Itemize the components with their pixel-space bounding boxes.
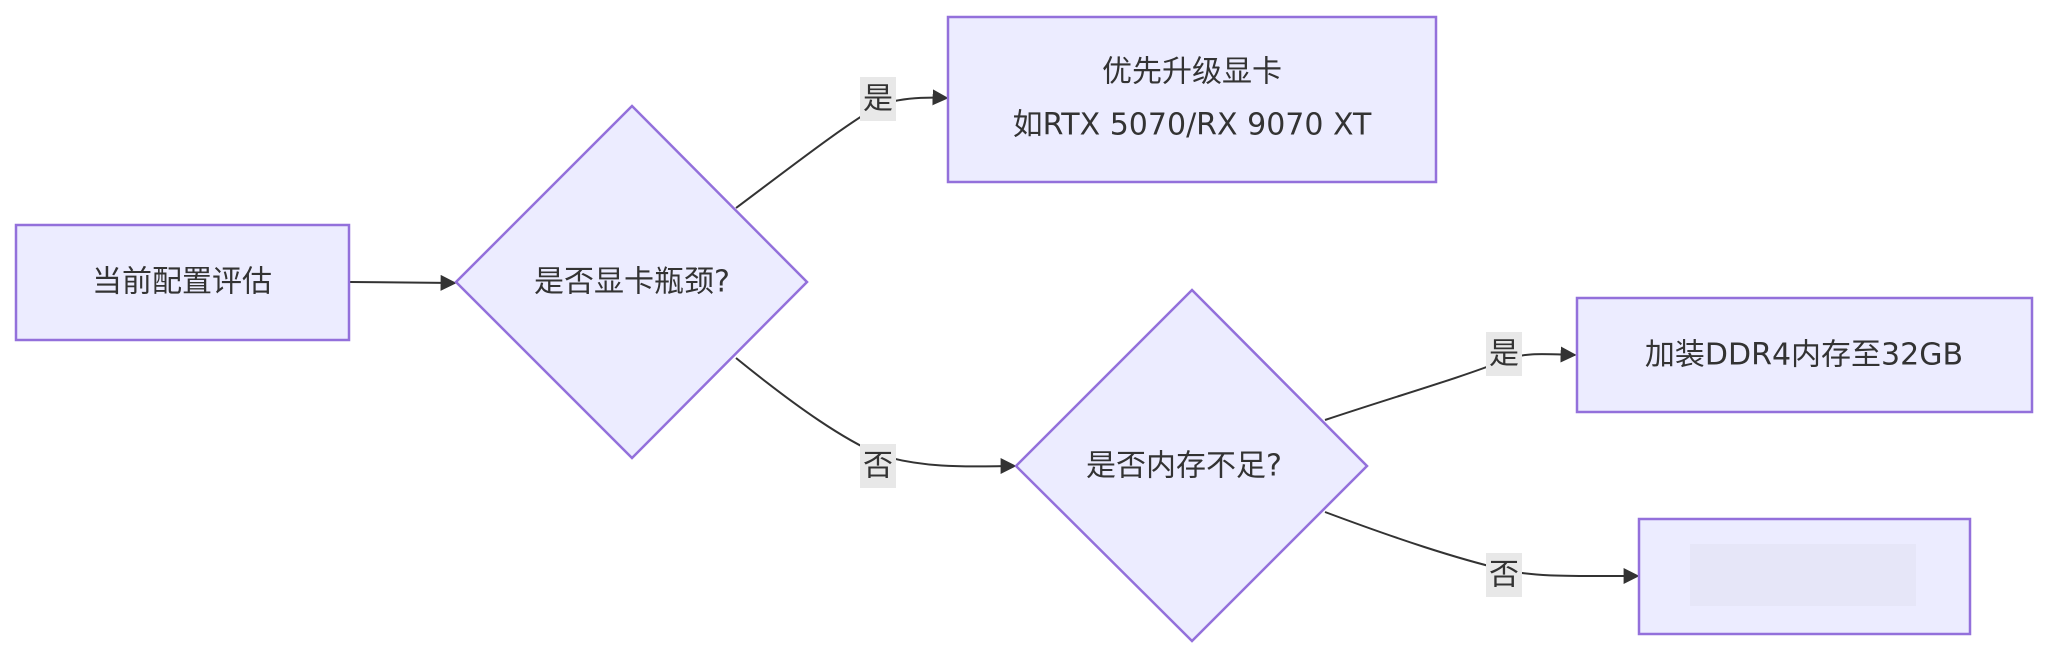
edge-label-mem-no-text: 否 [1489,558,1519,593]
node-mem-check-label: 是否内存不足? [1086,449,1282,484]
node-gpu-upgrade: 优先升级显卡 如RTX 5070/RX 9070 XT [946,15,1438,184]
node-mem-upgrade: 加装DDR4内存至32GB [1575,296,2034,414]
node-start-label: 当前配置评估 [92,265,272,300]
node-start: 当前配置评估 [14,223,351,342]
edge-label-gpu-yes: 是 [860,77,896,121]
edge-label-mem-no: 否 [1486,553,1522,597]
node-mem-check: 是否内存不足? [1014,288,1369,643]
node-other-placeholder [1690,544,1916,606]
edge-label-gpu-no: 否 [860,444,896,488]
node-mem-upgrade-label: 加装DDR4内存至32GB [1645,338,1963,373]
node-gpu-upgrade-line2: 如RTX 5070/RX 9070 XT [1013,108,1372,143]
node-gpu-check-label: 是否显卡瓶颈? [534,265,730,300]
node-other [1637,517,1972,636]
edge-label-gpu-no-text: 否 [863,449,893,484]
edge-label-mem-yes-text: 是 [1489,337,1519,372]
edge-mem-check-no [1324,511,1640,585]
node-gpu-check: 是否显卡瓶颈? [454,104,809,460]
edge-start-to-gpu-check [349,274,457,291]
edge-label-gpu-yes-text: 是 [863,82,893,117]
node-gpu-upgrade-line1: 优先升级显卡 [1102,55,1282,90]
edge-mem-check-yes [1324,346,1577,421]
edge-label-mem-yes: 是 [1486,332,1522,376]
edge-gpu-check-yes [735,89,949,209]
